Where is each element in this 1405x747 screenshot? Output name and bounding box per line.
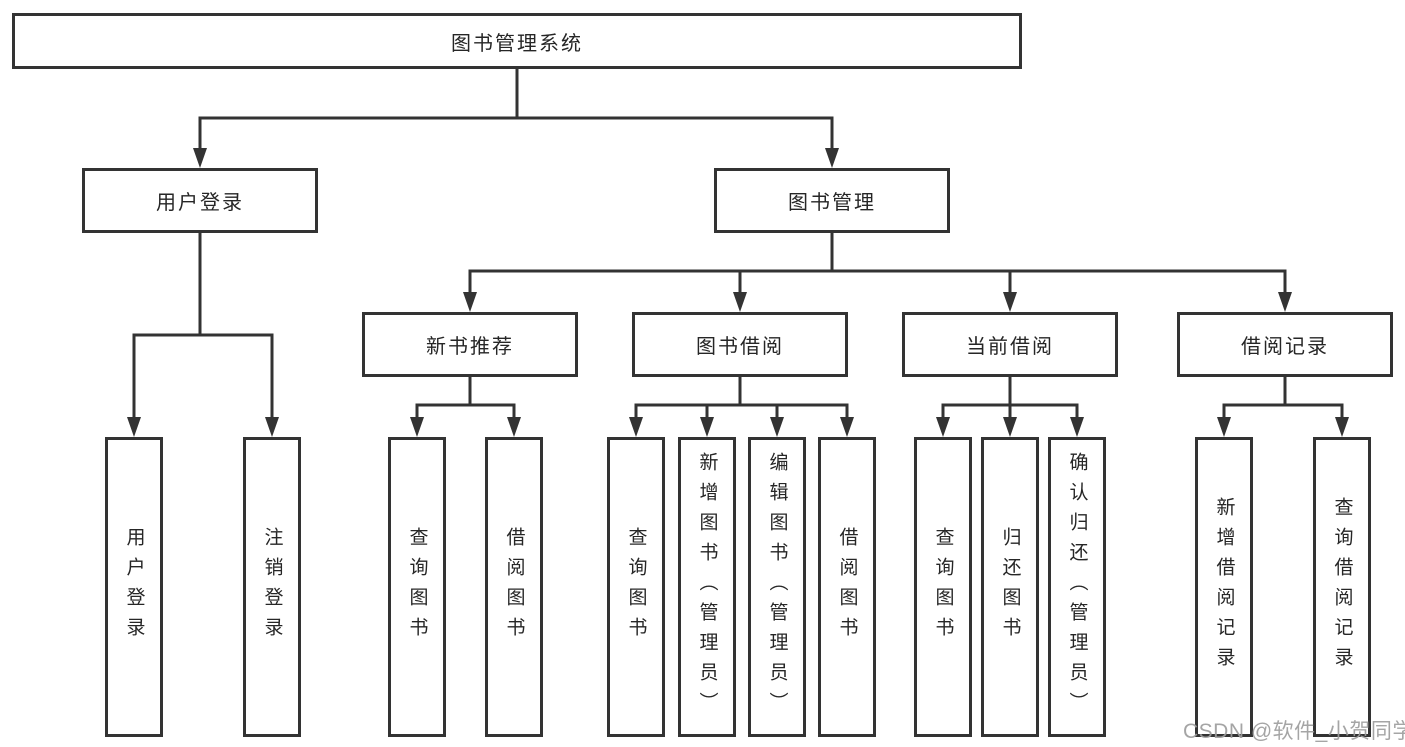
leaf-borrow-books-recommend: 借阅图书 — [485, 437, 543, 737]
node-root: 图书管理系统 — [12, 13, 1022, 69]
node-user-login-label: 用户登录 — [156, 192, 244, 214]
arrowhead-icon — [1070, 417, 1084, 437]
leaf-add-books-admin: 新增图书（管理员） — [678, 437, 736, 737]
connector-path — [1222, 375, 1344, 423]
leaf-add-borrow-record-label: 新增借阅记录 — [1213, 497, 1235, 677]
leaf-return-books-label: 归还图书 — [999, 527, 1021, 647]
node-new-book-recommend-label: 新书推荐 — [426, 336, 514, 358]
arrowhead-icon — [733, 292, 747, 312]
leaf-confirm-return-admin: 确认归还（管理员） — [1048, 437, 1106, 737]
arrowhead-icon — [463, 292, 477, 312]
node-book-borrow: 图书借阅 — [632, 312, 848, 377]
leaf-borrow-books-recommend-label: 借阅图书 — [503, 527, 525, 647]
arrowhead-icon — [1335, 417, 1349, 437]
leaf-add-borrow-record: 新增借阅记录 — [1195, 437, 1253, 737]
node-current-borrow-label: 当前借阅 — [966, 336, 1054, 358]
connector-path — [468, 231, 1287, 298]
leaf-query-books-recommend: 查询图书 — [388, 437, 446, 737]
connector-path — [941, 375, 1079, 423]
leaf-borrow-books-label: 借阅图书 — [836, 527, 858, 647]
leaf-user-login-label: 用户登录 — [123, 527, 145, 647]
leaf-query-books-current: 查询图书 — [914, 437, 972, 737]
node-borrow-records: 借阅记录 — [1177, 312, 1393, 377]
arrowhead-icon — [507, 417, 521, 437]
leaf-add-books-admin-label: 新增图书（管理员） — [696, 452, 718, 722]
leaf-edit-books-admin: 编辑图书（管理员） — [748, 437, 806, 737]
arrowhead-icon — [840, 417, 854, 437]
arrowhead-icon — [1217, 417, 1231, 437]
arrowhead-icon — [193, 148, 207, 168]
leaf-return-books: 归还图书 — [981, 437, 1039, 737]
leaf-edit-books-admin-label: 编辑图书（管理员） — [766, 452, 788, 722]
arrowhead-icon — [127, 417, 141, 437]
leaf-query-books-borrow: 查询图书 — [607, 437, 665, 737]
node-user-login: 用户登录 — [82, 168, 318, 233]
node-new-book-recommend: 新书推荐 — [362, 312, 578, 377]
arrowhead-icon — [770, 417, 784, 437]
arrowhead-icon — [1003, 292, 1017, 312]
leaf-query-borrow-record: 查询借阅记录 — [1313, 437, 1371, 737]
arrowhead-icon — [1278, 292, 1292, 312]
leaf-query-books-borrow-label: 查询图书 — [625, 527, 647, 647]
node-book-management-label: 图书管理 — [788, 192, 876, 214]
leaf-user-login: 用户登录 — [105, 437, 163, 737]
connector-path — [198, 67, 834, 154]
arrowhead-icon — [265, 417, 279, 437]
arrowhead-icon — [825, 148, 839, 168]
leaf-query-books-recommend-label: 查询图书 — [406, 527, 428, 647]
leaf-query-borrow-record-label: 查询借阅记录 — [1331, 497, 1353, 677]
arrowhead-icon — [629, 417, 643, 437]
leaf-logout-label: 注销登录 — [261, 527, 283, 647]
arrowhead-icon — [410, 417, 424, 437]
leaf-borrow-books: 借阅图书 — [818, 437, 876, 737]
node-current-borrow: 当前借阅 — [902, 312, 1118, 377]
arrowhead-icon — [936, 417, 950, 437]
arrowhead-icon — [1003, 417, 1017, 437]
node-root-label: 图书管理系统 — [451, 32, 583, 55]
leaf-logout: 注销登录 — [243, 437, 301, 737]
arrowhead-icon — [700, 417, 714, 437]
leaf-query-books-current-label: 查询图书 — [932, 527, 954, 647]
leaf-confirm-return-admin-label: 确认归还（管理员） — [1066, 452, 1088, 722]
node-book-borrow-label: 图书借阅 — [696, 336, 784, 358]
watermark-text: CSDN @软件_小贺同学 — [1183, 720, 1405, 743]
node-borrow-records-label: 借阅记录 — [1241, 336, 1329, 358]
node-book-management: 图书管理 — [714, 168, 950, 233]
connector-path — [634, 375, 849, 423]
connector-path — [415, 375, 516, 423]
connector-path — [132, 231, 274, 423]
